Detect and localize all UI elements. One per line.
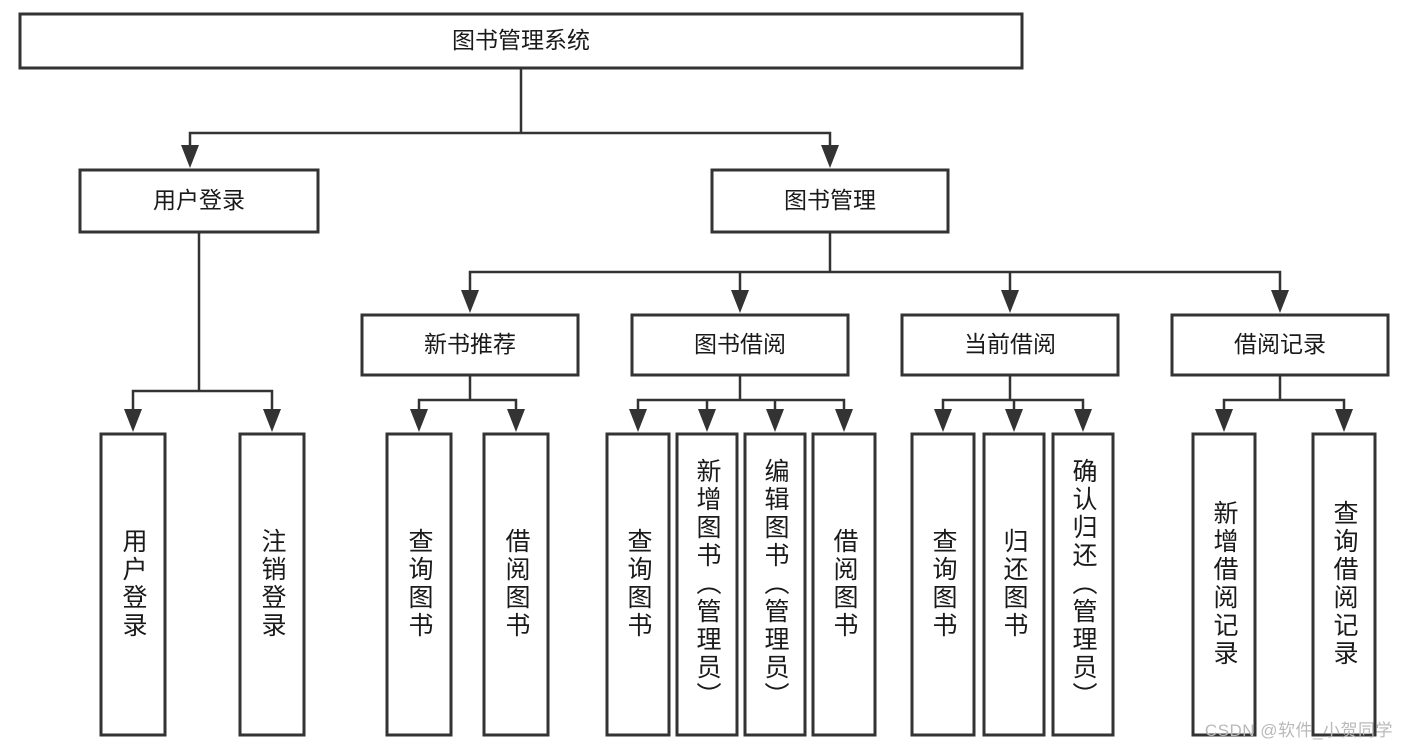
leaf-logout[interactable]: 注销登录 <box>238 432 306 737</box>
edge-borrow-to-leaves <box>636 373 846 420</box>
node-new-book-recommend-box[interactable] <box>360 313 580 377</box>
arrowheads <box>124 145 1353 432</box>
leaf-edit-book-admin-box[interactable] <box>743 432 807 737</box>
arrow-icon-leaf-7 <box>766 409 784 432</box>
node-book-management-box[interactable] <box>710 168 950 234</box>
leaf-return-book[interactable]: 归还图书 <box>982 432 1046 737</box>
node-root-label: 图书管理系统 <box>452 27 590 53</box>
leaf-edit-book-admin[interactable]: 编辑图书（管理员） <box>743 432 807 737</box>
arrow-icon-leaf-13 <box>1335 409 1353 432</box>
arrow-icon-leaf-10 <box>1005 409 1023 432</box>
arrow-icon-to-current <box>1001 290 1019 313</box>
node-book-management[interactable]: 图书管理 <box>710 168 950 234</box>
leaf-query-book-current[interactable]: 查询图书 <box>910 432 976 737</box>
node-user-login-box[interactable] <box>78 168 320 234</box>
arrow-icon-to-userlogin <box>181 145 199 168</box>
arrow-icon-to-borrow <box>731 290 749 313</box>
leaf-add-book-admin[interactable]: 新增图书（管理员） <box>675 432 739 737</box>
leaf-user-login-label: 用户登录 <box>119 528 148 640</box>
node-book-borrow[interactable]: 图书借阅 <box>630 313 850 377</box>
node-root-box[interactable] <box>18 12 1024 70</box>
node-user-login[interactable]: 用户登录 <box>78 168 320 234</box>
edge-userlogin-to-leaves <box>131 230 274 420</box>
connectors <box>131 66 1346 420</box>
arrow-icon-leaf-8 <box>835 409 853 432</box>
leaf-query-borrow-record-box[interactable] <box>1311 432 1377 737</box>
node-book-borrow-box[interactable] <box>630 313 850 377</box>
arrow-icon-leaf-1 <box>124 409 142 432</box>
node-book-management-label: 图书管理 <box>784 187 876 213</box>
node-user-login-label: 用户登录 <box>153 187 245 213</box>
arrow-icon-leaf-4 <box>507 409 525 432</box>
node-new-book-recommend[interactable]: 新书推荐 <box>360 313 580 377</box>
leaf-borrow-book-box[interactable] <box>811 432 877 737</box>
node-root[interactable]: 图书管理系统 <box>18 12 1024 70</box>
node-borrow-records-box[interactable] <box>1170 313 1390 377</box>
arrow-icon-leaf-5 <box>629 409 647 432</box>
leaf-return-book-box[interactable] <box>982 432 1046 737</box>
leaf-query-book-borrow-label: 查询图书 <box>624 528 653 640</box>
arrow-icon-leaf-6 <box>698 409 716 432</box>
leaf-logout-box[interactable] <box>238 432 306 737</box>
leaf-query-book-borrow-box[interactable] <box>605 432 671 737</box>
leaf-edit-book-admin-label: 编辑图书（管理员） <box>761 458 790 710</box>
arrow-icon-leaf-3 <box>410 409 428 432</box>
edge-root-to-level2 <box>188 66 832 157</box>
leaf-add-book-admin-label: 新增图书（管理员） <box>693 458 722 710</box>
leaf-query-borrow-record-label: 查询借阅记录 <box>1330 500 1359 668</box>
leaf-add-borrow-record-box[interactable] <box>1191 432 1257 737</box>
arrow-icon-leaf-11 <box>1074 409 1092 432</box>
leaf-query-book-borrow[interactable]: 查询图书 <box>605 432 671 737</box>
leaf-borrow-book-label: 借阅图书 <box>830 528 859 640</box>
leaf-logout-label: 注销登录 <box>258 528 287 640</box>
leaf-query-book-newbook-box[interactable] <box>385 432 453 737</box>
arrow-icon-to-records <box>1271 290 1289 313</box>
leaf-add-book-admin-box[interactable] <box>675 432 739 737</box>
leaf-add-borrow-record-label: 新增借阅记录 <box>1210 500 1239 668</box>
leaf-borrow-book-newbook-box[interactable] <box>482 432 550 737</box>
arrow-icon-leaf-9 <box>934 409 952 432</box>
leaf-borrow-book-newbook-label: 借阅图书 <box>502 528 531 640</box>
arrow-icon-leaf-12 <box>1215 409 1233 432</box>
leaf-query-book-current-label: 查询图书 <box>929 528 958 640</box>
node-book-borrow-label: 图书借阅 <box>694 331 786 357</box>
leaf-confirm-return-admin-label: 确认归还（管理员） <box>1069 458 1098 710</box>
leaf-query-book-newbook-label: 查询图书 <box>405 528 434 640</box>
node-current-borrow-label: 当前借阅 <box>964 331 1056 357</box>
arrow-icon-to-bookmgmt <box>821 145 839 168</box>
leaf-borrow-book-newbook[interactable]: 借阅图书 <box>482 432 550 737</box>
leaf-add-borrow-record[interactable]: 新增借阅记录 <box>1191 432 1257 737</box>
leaf-confirm-return-admin[interactable]: 确认归还（管理员） <box>1051 432 1115 737</box>
leaf-user-login-box[interactable] <box>99 432 167 737</box>
leaf-query-book-newbook[interactable]: 查询图书 <box>385 432 453 737</box>
leaf-return-book-label: 归还图书 <box>1000 528 1029 640</box>
arrow-icon-to-newbook <box>461 290 479 313</box>
arrow-icon-leaf-2 <box>263 409 281 432</box>
leaf-query-book-current-box[interactable] <box>910 432 976 737</box>
node-borrow-records-label: 借阅记录 <box>1234 331 1326 357</box>
leaf-query-borrow-record[interactable]: 查询借阅记录 <box>1311 432 1377 737</box>
node-new-book-recommend-label: 新书推荐 <box>424 331 516 357</box>
edge-newbook-to-leaves <box>417 373 518 420</box>
node-borrow-records[interactable]: 借阅记录 <box>1170 313 1390 377</box>
edge-records-to-leaves <box>1222 373 1346 420</box>
edge-bookmgmt-to-level3 <box>468 230 1282 300</box>
node-current-borrow-box[interactable] <box>900 313 1120 377</box>
leaf-confirm-return-admin-box[interactable] <box>1051 432 1115 737</box>
leaf-user-login[interactable]: 用户登录 <box>99 432 167 737</box>
node-current-borrow[interactable]: 当前借阅 <box>900 313 1120 377</box>
leaf-borrow-book[interactable]: 借阅图书 <box>811 432 877 737</box>
